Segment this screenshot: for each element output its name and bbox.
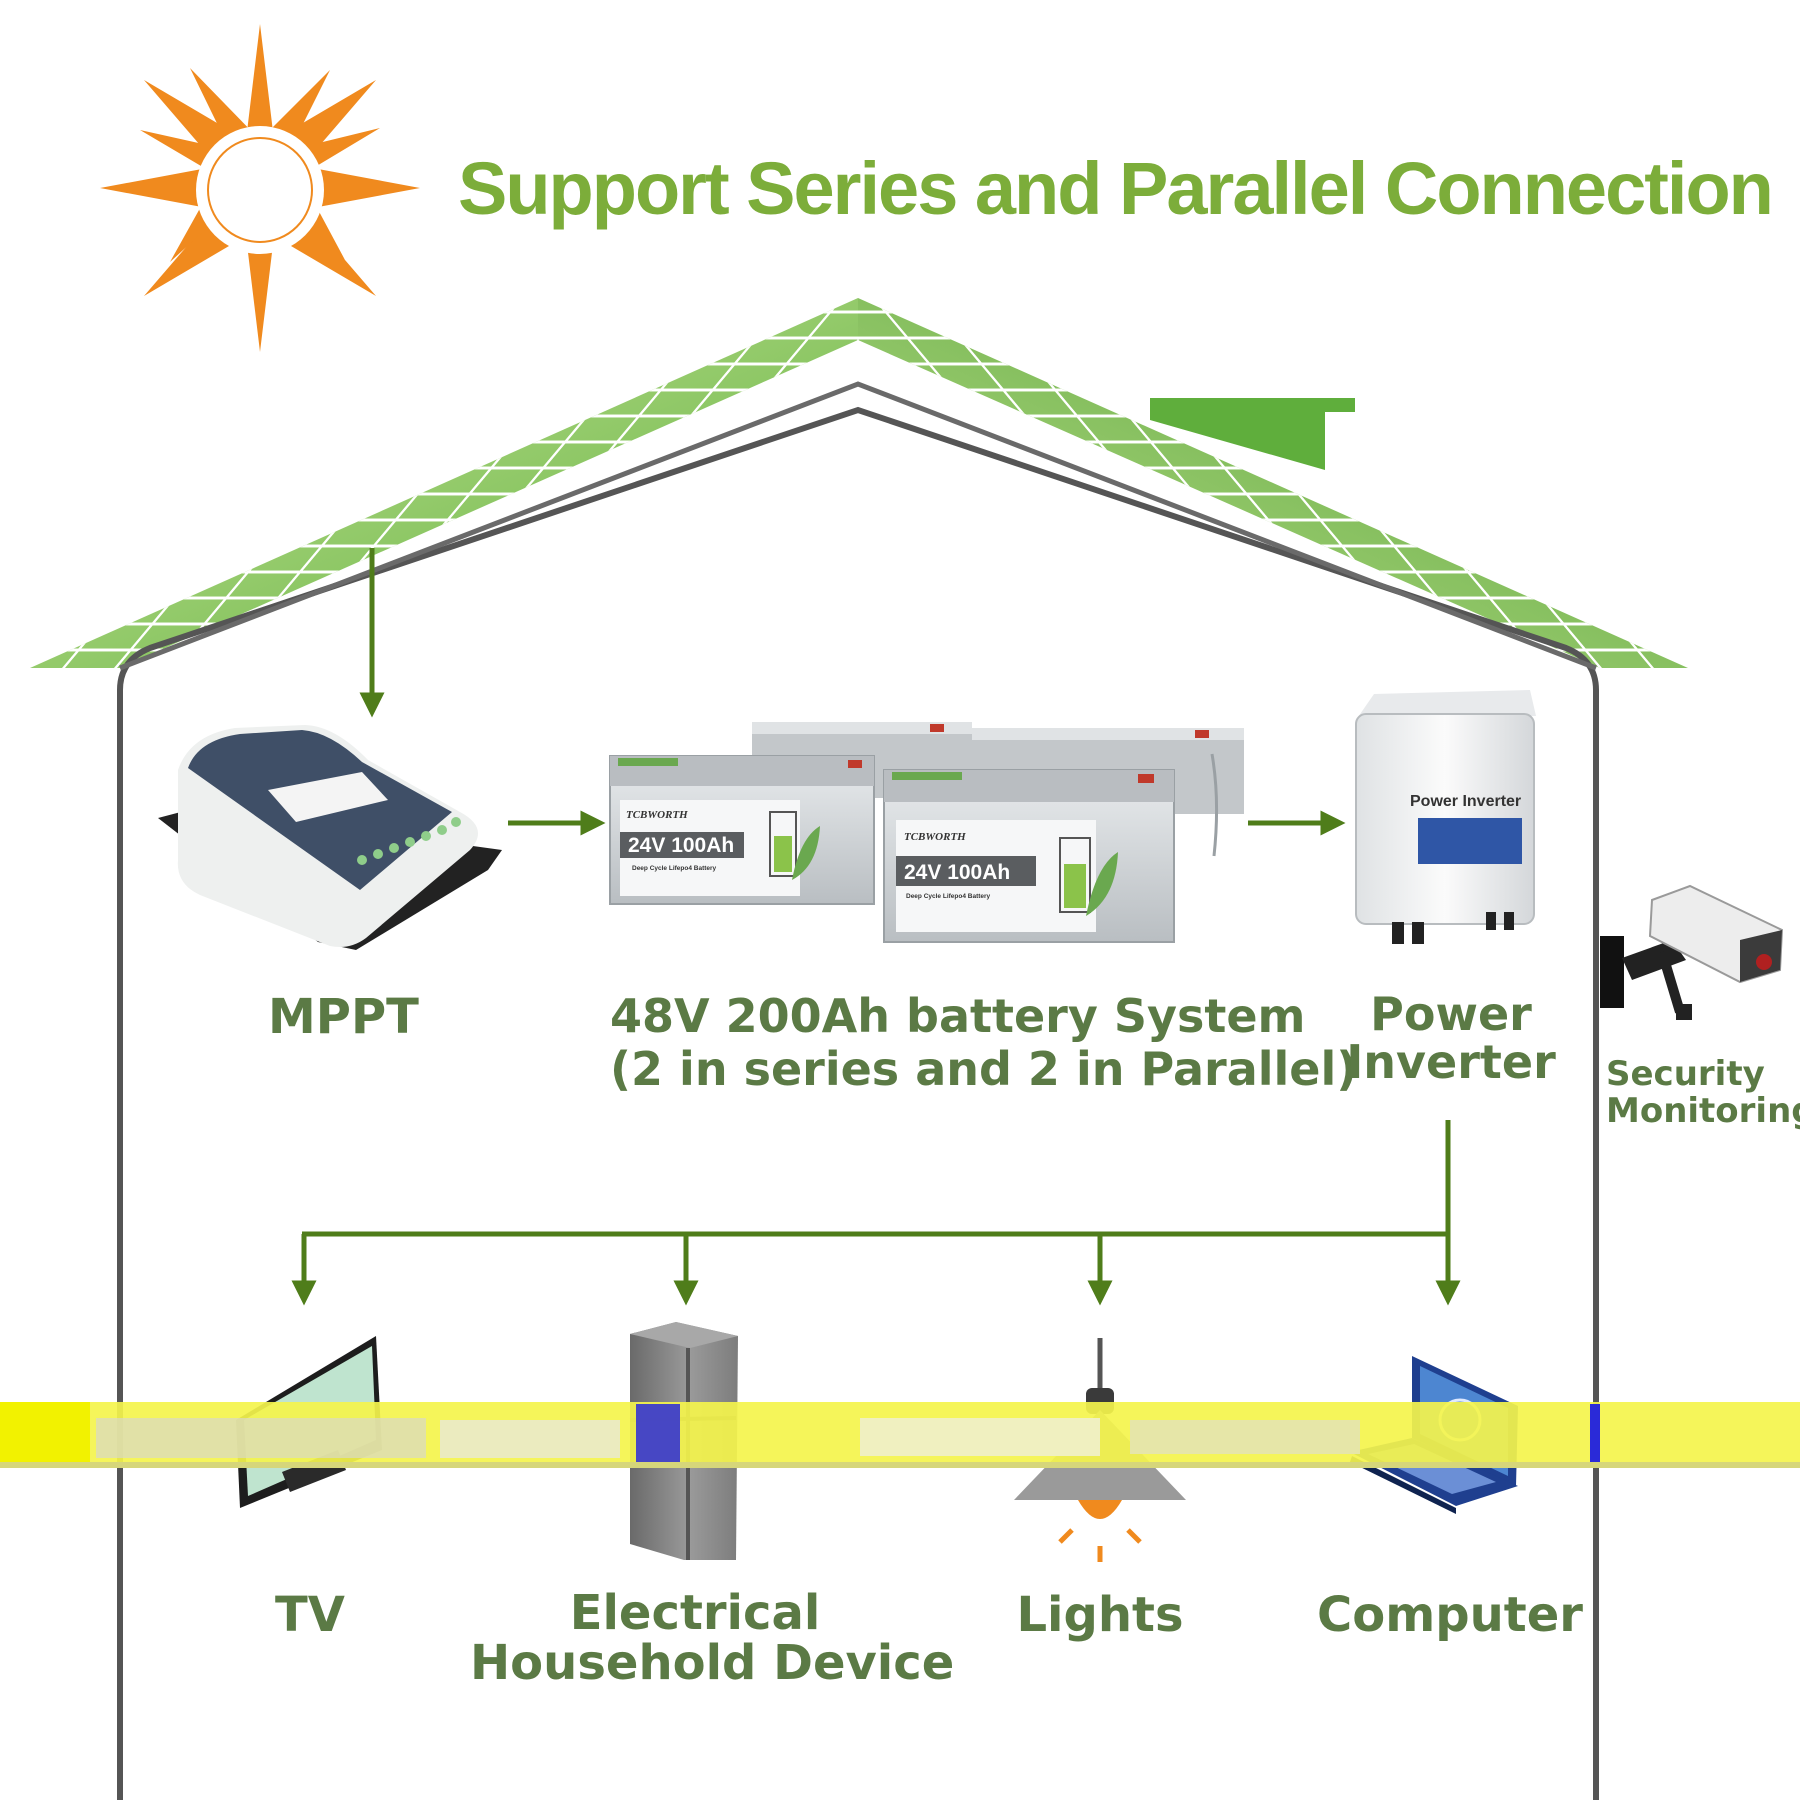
device-label-line2: Household Device: [470, 1635, 955, 1692]
household-device-label: Electrical Household Device: [470, 1585, 955, 1692]
power-inverter-icon: Power Inverter: [1355, 690, 1536, 944]
flow-arrows: [291, 548, 1461, 1306]
battery-label-line1: 48V 200Ah battery System: [610, 989, 1306, 1043]
svg-text:24V 100Ah: 24V 100Ah: [904, 861, 1010, 884]
render-glitch-band: [0, 1402, 1800, 1468]
svg-text:Power Inverter: Power Inverter: [1410, 793, 1521, 810]
svg-text:24V 100Ah: 24V 100Ah: [628, 834, 734, 857]
security-label-line1: Security: [1606, 1054, 1765, 1094]
battery-bank-icon: TCBWORTH 24V 100Ah Deep Cycle Lifepo4 Ba…: [609, 722, 1244, 943]
mppt-label: MPPT: [268, 989, 419, 1045]
battery-unit: TCBWORTH 24V 100Ah Deep Cycle Lifepo4 Ba…: [883, 769, 1175, 943]
solar-roof: [30, 298, 1688, 668]
svg-text:TCBWORTH: TCBWORTH: [904, 831, 966, 843]
device-label-line1: Electrical: [569, 1585, 821, 1641]
battery-label-line2: (2 in series and 2 in Parallel): [610, 1041, 1358, 1096]
inverter-label-line1: Power: [1370, 987, 1532, 1041]
tv-label: TV: [275, 1587, 345, 1643]
battery-system-label: 48V 200Ah battery System (2 in series an…: [610, 989, 1358, 1096]
security-label-line2: Monitoring: [1606, 1091, 1800, 1132]
sun-icon: [100, 24, 420, 352]
page-title: Support Series and Parallel Connection: [458, 147, 1774, 230]
computer-label: Computer: [1317, 1587, 1583, 1643]
inverter-label: Power Inverter: [1346, 990, 1556, 1087]
inverter-label-line2: Inverter: [1346, 1035, 1556, 1090]
svg-text:TCBWORTH: TCBWORTH: [626, 809, 688, 821]
lights-label: Lights: [1016, 1587, 1184, 1643]
security-monitoring-label: Security Monitoring: [1606, 1054, 1800, 1132]
security-camera-icon: [1600, 884, 1784, 1020]
mppt-controller-icon: [158, 725, 502, 950]
house-outline: [117, 381, 1599, 1800]
svg-text:Deep Cycle Lifepo4 Battery: Deep Cycle Lifepo4 Battery: [906, 893, 991, 900]
svg-text:Deep Cycle Lifepo4 Battery: Deep Cycle Lifepo4 Battery: [632, 865, 717, 872]
battery-unit: TCBWORTH 24V 100Ah Deep Cycle Lifepo4 Ba…: [609, 755, 875, 905]
